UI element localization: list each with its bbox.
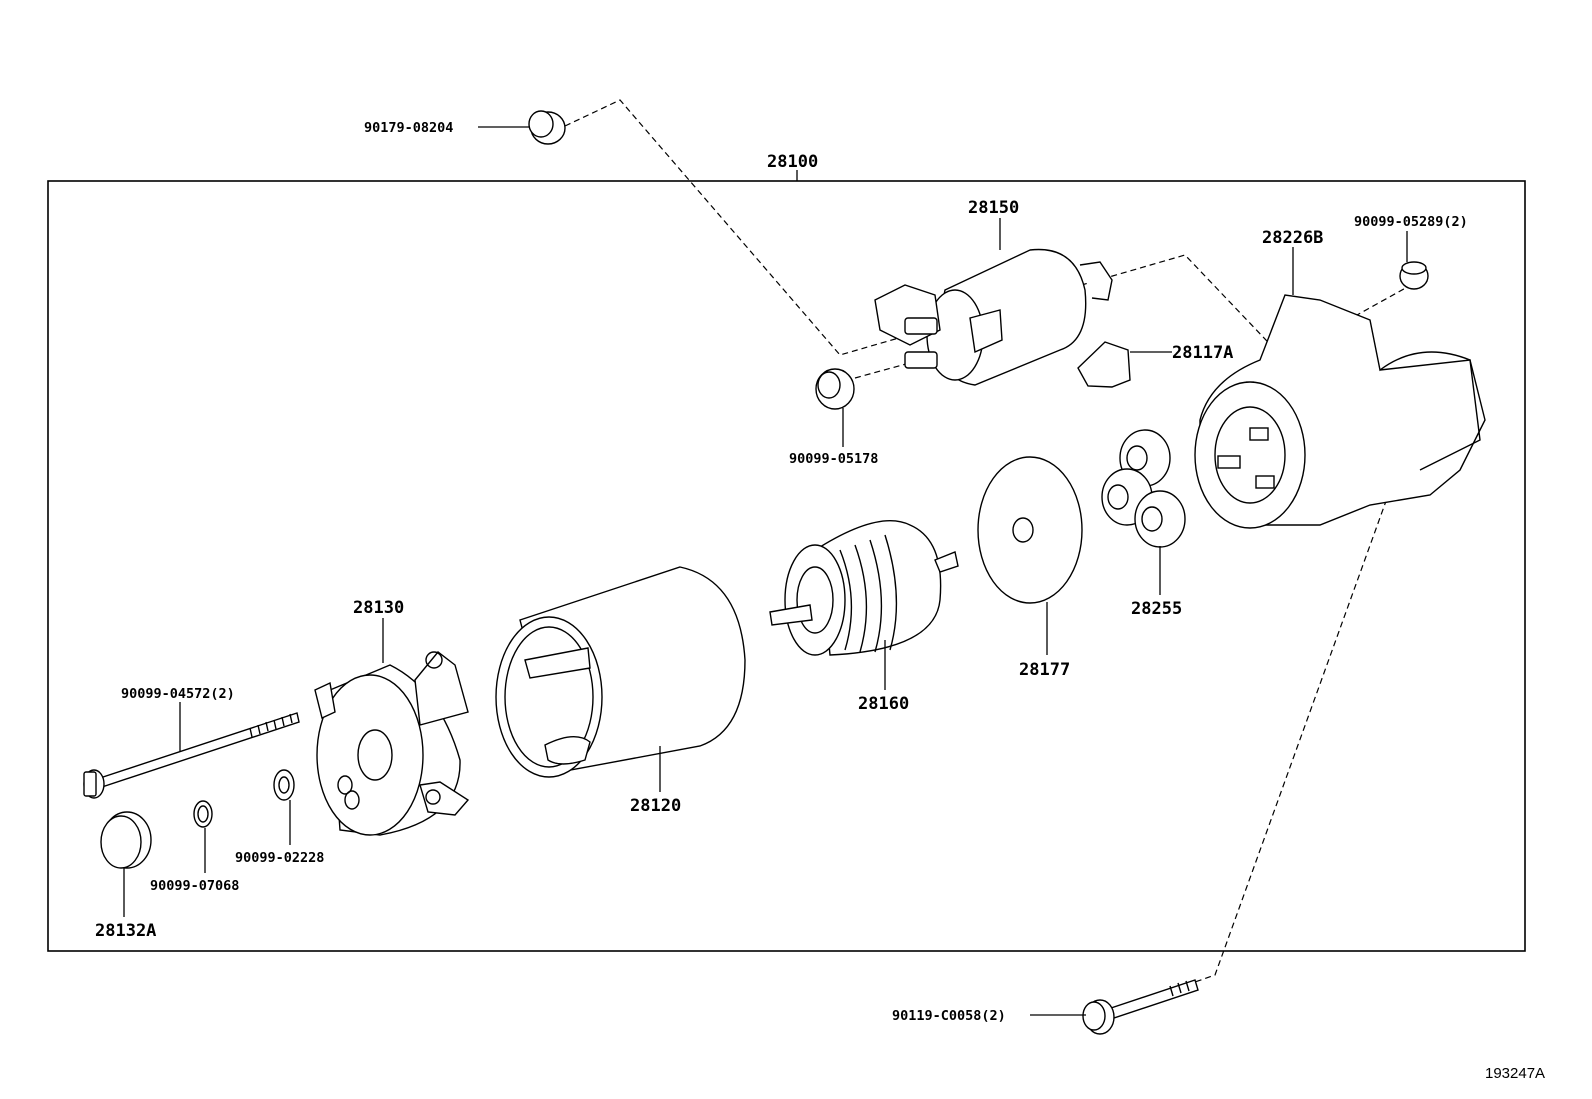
plate-label: 28177 [1019,660,1070,680]
mount-bolt-label: 90119-C0058(2) [892,1008,1006,1024]
clip-label: 90099-07068 [150,878,239,894]
housing-part [1194,247,1486,529]
clip-part [193,800,213,873]
housing-label: 28226B [1262,228,1323,248]
cap-part [100,811,152,917]
through-bolt-part [83,702,300,799]
reference-code: 193247A [1485,1065,1545,1082]
solenoid-part [874,218,1113,386]
cap-label: 28132A [95,921,156,941]
nut-solenoid-label: 90099-05289(2) [1354,214,1468,230]
yoke-part [495,566,746,792]
plate-part [977,456,1083,655]
planet-gears-label: 28255 [1131,599,1182,619]
end-frame-label: 28130 [353,598,404,618]
washer-part [273,769,295,845]
assembly-label: 28100 [767,152,818,172]
armature-label: 28160 [858,694,909,714]
mount-bolt-part [1030,979,1199,1035]
nut-terminal-part [815,368,855,447]
washer-label: 90099-02228 [235,850,324,866]
yoke-label: 28120 [630,796,681,816]
end-frame-part [314,618,470,836]
bolt-top-label: 90179-08204 [364,120,453,136]
nut-solenoid-part [1399,231,1429,290]
lever-label: 28117A [1172,343,1233,363]
planet-gears-part [1101,429,1186,595]
assembly-frame [47,180,1526,952]
nut-terminal-label: 90099-05178 [789,451,878,467]
through-bolt-label: 90099-04572(2) [121,686,235,702]
solenoid-label: 28150 [968,198,1019,218]
bolt-top-part [478,110,566,145]
lever-part [1077,341,1172,388]
armature-part [769,519,959,690]
